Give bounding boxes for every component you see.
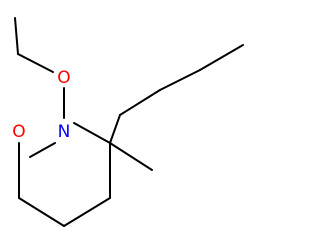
bond-ethyl-ch3-ch2 <box>14 17 19 55</box>
bonds <box>14 17 244 227</box>
bond-nitrogen-ring-oxygen <box>29 142 56 158</box>
bond-butyl-c3-c4 <box>199 44 244 71</box>
bond-butyl-c2-c3 <box>159 69 201 91</box>
atom-labels: O N O <box>12 68 70 142</box>
ethoxy-oxygen-label: O <box>57 68 70 88</box>
ring-oxygen-label: O <box>12 122 25 142</box>
bond-ethyl-ch2-oxygen <box>17 53 54 73</box>
bond-c6-c5 <box>18 197 65 227</box>
bond-c3-butyl-c1 <box>109 114 121 144</box>
chemical-structure: O N O <box>12 17 244 227</box>
bond-butyl-c1-c2 <box>119 89 161 116</box>
bond-c3-nitrogen <box>73 122 111 144</box>
bond-c5-c4 <box>63 197 111 227</box>
ring-nitrogen-label: N <box>58 122 71 142</box>
bond-c3-methyl <box>109 142 153 171</box>
